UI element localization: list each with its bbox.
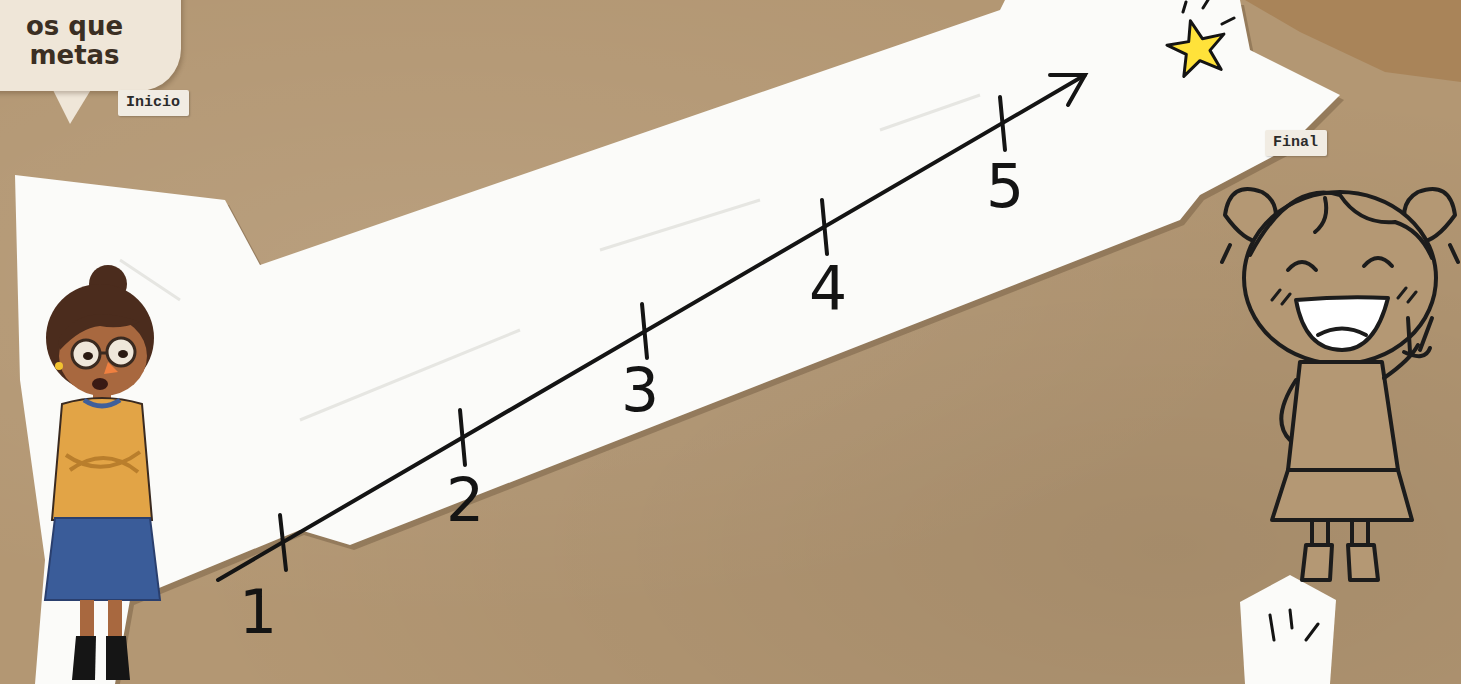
girl-end bbox=[1222, 189, 1458, 580]
tag-text: Final bbox=[1273, 134, 1319, 152]
axis-number: 4 bbox=[809, 258, 847, 318]
paper-strip bbox=[15, 0, 1340, 684]
bubble-tail bbox=[52, 88, 92, 124]
goal-star bbox=[1163, 0, 1234, 79]
paper-creases bbox=[70, 95, 980, 520]
axis-number: 5 bbox=[986, 156, 1024, 216]
girl-start bbox=[45, 265, 160, 680]
end-tag: Final bbox=[1265, 130, 1327, 156]
axis-number: 1 bbox=[239, 582, 277, 642]
tag-text: Inicio bbox=[126, 94, 181, 112]
number-line bbox=[218, 75, 1085, 580]
speech-text: os que metas bbox=[12, 12, 137, 70]
scrap-marks bbox=[1270, 610, 1318, 640]
paper-scrap bbox=[1240, 575, 1336, 684]
speech-bubble: os que metas bbox=[0, 0, 181, 91]
axis-number: 2 bbox=[446, 470, 484, 530]
axis-number: 3 bbox=[621, 360, 659, 420]
start-tag: Inicio bbox=[118, 90, 189, 116]
